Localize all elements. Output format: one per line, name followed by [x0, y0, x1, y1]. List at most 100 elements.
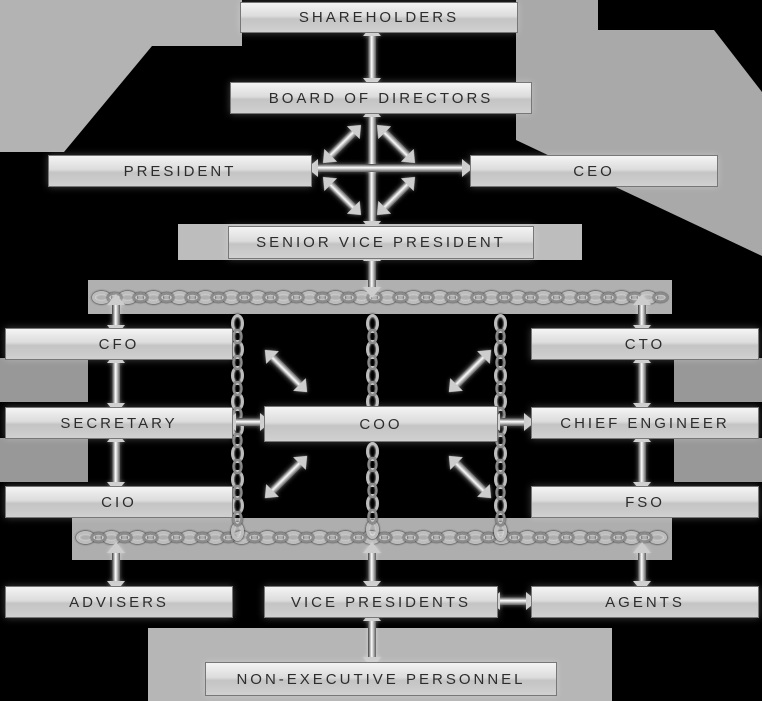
- chain-link: [367, 456, 378, 473]
- chain-link: [495, 328, 506, 345]
- arrow-svp-chain: [368, 261, 376, 287]
- arrow-cfo-secretary: [112, 363, 120, 403]
- node-non-executive-personnel-label: NON-EXECUTIVE PERSONNEL: [236, 670, 526, 688]
- arrow-chain-coo-right-diagonal: [453, 354, 487, 388]
- chain-link: [418, 292, 435, 303]
- node-cio-label: CIO: [101, 493, 137, 511]
- chain-link: [232, 484, 243, 501]
- chain-link: [376, 532, 393, 543]
- chain-link: [584, 532, 601, 543]
- chain-link: [232, 432, 243, 449]
- chain-link: [350, 532, 367, 543]
- arrow-cto-chief-engineer: [638, 363, 646, 403]
- chain-link: [428, 532, 445, 543]
- node-advisers: ADVISERS: [5, 586, 233, 618]
- arrow-president-svp-diagonal: [327, 181, 357, 211]
- node-shareholders: SHAREHOLDERS: [240, 2, 518, 33]
- chain-link: [367, 482, 378, 499]
- node-board-of-directors: BOARD OF DIRECTORS: [230, 82, 532, 114]
- node-senior-vice-president: SENIOR VICE PRESIDENT: [228, 226, 534, 259]
- chain-senior-row: [92, 291, 669, 304]
- node-vice-presidents-label: VICE PRESIDENTS: [290, 593, 472, 611]
- chain-link: [194, 532, 211, 543]
- arrow-chain-advisers: [112, 553, 120, 581]
- arrow-board-president-diagonal: [327, 129, 357, 159]
- chain-link: [367, 380, 378, 397]
- arrow-coo-chief-engineer: [500, 418, 524, 426]
- chain-link: [168, 532, 185, 543]
- node-cio: CIO: [5, 486, 233, 518]
- node-ceo: CEO: [470, 155, 718, 187]
- chain-link: [142, 532, 159, 543]
- arrow-ceo-svp-diagonal: [381, 181, 411, 211]
- chain-link: [558, 532, 575, 543]
- chain-link: [495, 380, 506, 397]
- chain-link: [495, 510, 506, 527]
- node-non-executive-personnel: NON-EXECUTIVE PERSONNEL: [205, 662, 557, 696]
- node-cto-label: CTO: [624, 335, 666, 353]
- chain-link: [232, 510, 243, 527]
- node-cto: CTO: [531, 328, 759, 360]
- arrow-vice-presidents-agents: [500, 597, 526, 605]
- chain-link: [90, 532, 107, 543]
- arrow-chain-coo-left-diagonal: [269, 354, 303, 388]
- node-board-of-directors-label: BOARD OF DIRECTORS: [268, 89, 494, 107]
- node-vice-presidents: VICE PRESIDENTS: [264, 586, 498, 618]
- node-agents-label: AGENTS: [605, 593, 685, 611]
- node-fso: FSO: [531, 486, 759, 518]
- chain-link: [548, 292, 565, 303]
- chain-link: [262, 292, 279, 303]
- node-president-label: PRESIDENT: [123, 162, 237, 180]
- node-president: PRESIDENT: [48, 155, 312, 187]
- chain-link: [232, 328, 243, 345]
- chain-link: [522, 292, 539, 303]
- arrow-vp-nonexecutive: [368, 621, 376, 657]
- chain-link: [652, 292, 669, 303]
- chain-link: [236, 292, 253, 303]
- arrow-chief-engineer-fso: [638, 442, 646, 482]
- chain-link: [184, 292, 201, 303]
- arrow-chain-vice-presidents: [368, 553, 376, 581]
- arrow-board-ceo-diagonal: [381, 129, 411, 159]
- node-cfo-label: CFO: [98, 335, 140, 353]
- chain-link: [232, 354, 243, 371]
- arrow-coo-lower-right-diagonal: [453, 460, 487, 494]
- chain-link: [158, 292, 175, 303]
- node-secretary: SECRETARY: [5, 407, 233, 439]
- chain-link: [272, 532, 289, 543]
- chain-link: [288, 292, 305, 303]
- chain-link: [340, 292, 357, 303]
- chain-link: [132, 292, 149, 303]
- node-ceo-label: CEO: [573, 162, 615, 180]
- arrow-coo-lower-left-diagonal: [269, 460, 303, 494]
- chain-center-to-coo: [366, 314, 379, 411]
- node-chief-engineer-label: CHIEF ENGINEER: [560, 414, 730, 432]
- chain-link: [324, 532, 341, 543]
- arrow-secretary-coo: [236, 418, 260, 426]
- chain-link: [444, 292, 461, 303]
- node-chief-engineer: CHIEF ENGINEER: [531, 407, 759, 439]
- chain-coo-to-lower: [366, 442, 379, 539]
- chain-link: [495, 354, 506, 371]
- chain-link: [367, 328, 378, 345]
- chain-link: [402, 532, 419, 543]
- chain-link: [610, 532, 627, 543]
- node-cfo: CFO: [5, 328, 233, 360]
- chain-link: [506, 532, 523, 543]
- chain-link: [470, 292, 487, 303]
- node-senior-vice-president-label: SENIOR VICE PRESIDENT: [256, 234, 506, 251]
- chain-link: [246, 532, 263, 543]
- node-secretary-label: SECRETARY: [60, 414, 178, 432]
- chain-link: [210, 292, 227, 303]
- chain-link: [496, 292, 513, 303]
- node-coo: COO: [264, 406, 498, 442]
- chain-link: [532, 532, 549, 543]
- arrow-chain-agents: [638, 553, 646, 581]
- arrow-president-ceo: [318, 164, 462, 172]
- chain-link: [298, 532, 315, 543]
- arrow-chain-cfo: [112, 305, 120, 325]
